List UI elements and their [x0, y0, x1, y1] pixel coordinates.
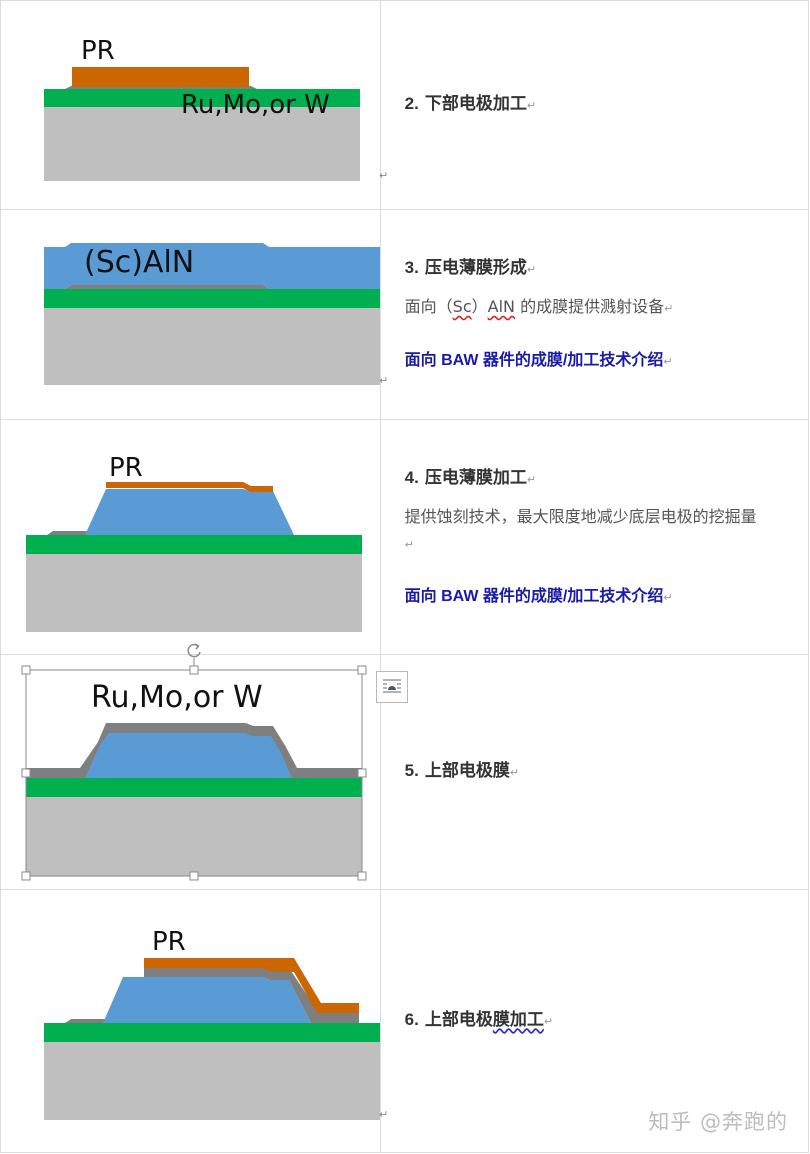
text-cell-step-5: 5.上部电极膜↵ — [379, 654, 810, 890]
table-row: (Sc)AlN ↵ 3.压电薄膜形成↵ 面向（Sc）AlN 的成膜提供溅射设备↵… — [0, 209, 810, 420]
top-electrode-etching-diagram[interactable]: PR — [1, 890, 403, 1152]
text-cell-step-2: 2.下部电极加工↵ — [379, 0, 810, 210]
piezo-film-etching-diagram[interactable]: PR — [1, 420, 403, 654]
resize-handles — [21, 665, 367, 881]
step-description: 提供蚀刻技术，最大限度地减少底层电极的挖掘量↵ — [404, 506, 757, 551]
top-electrode-film-diagram[interactable]: Ru,Mo,or W — [1, 655, 403, 889]
layout-options-button[interactable] — [376, 671, 408, 703]
table-row: PR ↵ 6.上部电极膜加工↵ — [0, 889, 810, 1153]
zhihu-watermark: 知乎 @奔跑的 — [648, 1110, 788, 1134]
step-title: 4.压电薄膜加工↵ — [404, 467, 537, 488]
text-wrap-icon — [383, 679, 401, 693]
baw-technology-link[interactable]: 面向 BAW 器件的成膜/加工技术介绍↵ — [404, 352, 673, 369]
rotate-handle-icon[interactable] — [183, 640, 205, 660]
diagram-cell-step-4: PR — [0, 419, 381, 655]
step-title: 3.压电薄膜形成↵ — [404, 258, 537, 278]
diagram-cell-step-2: PR Ru,Mo,or W ↵ — [0, 0, 388, 210]
step-title: 6.上部电极膜加工↵ — [404, 1010, 554, 1030]
text-cell-step-3: 3.压电薄膜形成↵ 面向（Sc）AlN 的成膜提供溅射设备↵ 面向 BAW 器件… — [379, 209, 810, 420]
text-cell-step-6: 6.上部电极膜加工↵ — [379, 889, 810, 1153]
bottom-electrode-patterning-diagram[interactable]: PR Ru,Mo,or W — [1, 1, 403, 209]
table-row: PR 4.压电薄膜加工↵ 提供蚀刻技术，最大限度地减少底层电极的挖掘量↵ 面向 … — [0, 419, 810, 655]
text-cell-step-4: 4.压电薄膜加工↵ 提供蚀刻技术，最大限度地减少底层电极的挖掘量↵ 面向 BAW… — [379, 419, 810, 655]
step-title: 2.下部电极加工↵ — [404, 94, 537, 114]
baw-technology-link[interactable]: 面向 BAW 器件的成膜/加工技术介绍↵ — [404, 587, 673, 605]
label-metal: Ru,Mo,or W — [181, 90, 330, 120]
label-pr: PR — [81, 36, 115, 66]
diagram-cell-step-5: Ru,Mo,or W — [0, 654, 381, 890]
diagram-cell-step-3: (Sc)AlN ↵ — [0, 209, 388, 420]
step-title: 5.上部电极膜↵ — [404, 761, 520, 781]
label-pr: PR — [152, 927, 186, 957]
label-metal: Ru,Mo,or W — [91, 680, 263, 715]
piezo-film-formation-diagram[interactable]: (Sc)AlN — [1, 210, 403, 419]
label-pr: PR — [109, 453, 143, 483]
table-row: Ru,Mo,or W 5.上部电极膜↵ — [0, 654, 810, 890]
step-description: 面向（Sc）AlN 的成膜提供溅射设备↵ — [404, 297, 674, 316]
table-row: PR Ru,Mo,or W ↵ 2.下部电极加工↵ — [0, 0, 810, 210]
label-scaln: (Sc)AlN — [84, 245, 194, 280]
diagram-cell-step-6: PR ↵ — [0, 889, 388, 1153]
